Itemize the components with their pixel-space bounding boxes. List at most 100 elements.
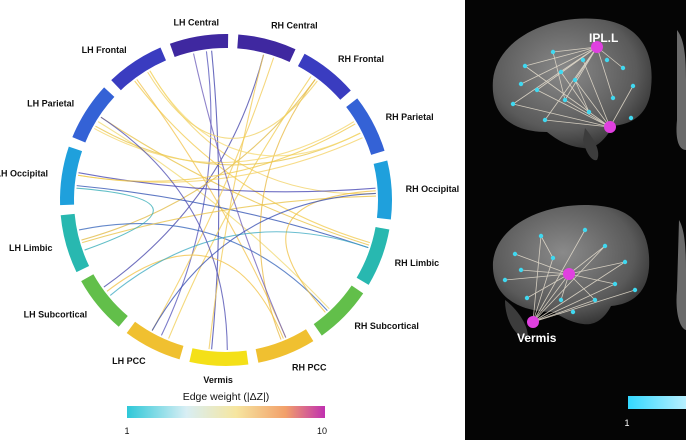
edge — [211, 50, 220, 350]
label-rh-central: RH Central — [271, 21, 318, 31]
brain-edge — [532, 245, 606, 323]
brain-edge — [536, 89, 611, 128]
brain-node — [518, 267, 524, 273]
brain-edge — [552, 51, 566, 101]
brain-node — [550, 255, 556, 261]
brain-edge — [596, 46, 614, 99]
brain-edge — [524, 65, 611, 128]
brain-edge — [504, 273, 570, 281]
brain-node — [542, 117, 548, 123]
brain-node — [558, 69, 564, 75]
edge — [77, 123, 356, 182]
brain-node — [550, 49, 556, 55]
segment-rh-subcortical — [313, 285, 364, 336]
segment-rh-parietal — [346, 98, 385, 155]
brain-node — [630, 83, 636, 89]
brain-edge-top-right — [676, 30, 686, 150]
brain-node — [534, 87, 540, 93]
segment-lh-pcc — [126, 321, 184, 360]
colorbar — [127, 406, 325, 418]
brain-node — [572, 77, 578, 83]
brain-edge — [532, 273, 570, 323]
label-rh-occipital: RH Occipital — [406, 184, 460, 194]
edge — [151, 192, 376, 331]
brain-edge — [568, 245, 606, 275]
brain-edge — [574, 79, 590, 113]
segment-rh-limbic — [356, 227, 390, 285]
segment-lh-subcortical — [81, 274, 128, 327]
brain-edge — [568, 273, 616, 285]
brain-node — [602, 243, 608, 249]
segment-rh-frontal — [297, 53, 351, 100]
brain-edge — [544, 46, 598, 121]
segment-lh-parietal — [72, 87, 115, 143]
brain-colorbar-min-label: 1 — [624, 418, 629, 428]
brain-node — [612, 281, 618, 287]
brain-edge — [568, 261, 626, 275]
brain-edge — [524, 46, 598, 67]
brain-node — [562, 97, 568, 103]
brain-node — [512, 251, 518, 257]
colorbar-min-label: 1 — [124, 426, 129, 436]
brain-node — [620, 65, 626, 71]
edge — [285, 190, 376, 313]
brain-edge — [512, 46, 598, 105]
brain-edge-bottom-right — [676, 220, 686, 330]
brain-node — [538, 233, 544, 239]
brain-edge — [564, 46, 598, 101]
brain-edge — [532, 257, 554, 323]
label-lh-frontal: LH Frontal — [82, 45, 127, 55]
brain-node — [632, 287, 638, 293]
top-node-label: IPL.L — [589, 31, 618, 45]
brain-node — [518, 81, 524, 87]
edge — [95, 125, 361, 166]
brain-edge — [540, 235, 554, 259]
edge — [192, 53, 287, 338]
brain-edge — [532, 235, 542, 323]
brain-node — [502, 277, 508, 283]
segment-lh-limbic — [60, 213, 90, 273]
edge — [151, 57, 275, 331]
region-segments — [59, 34, 392, 366]
label-lh-occipital: LH Occipital — [0, 168, 48, 178]
label-lh-central: LH Central — [174, 17, 220, 27]
brain-node — [522, 63, 528, 69]
label-lh-parietal: LH Parietal — [27, 98, 74, 108]
brain-node — [604, 57, 610, 63]
brain-node — [586, 109, 592, 115]
segment-rh-central — [237, 34, 296, 62]
edge — [149, 70, 361, 157]
brain-node — [622, 259, 628, 265]
edge — [109, 231, 369, 296]
brain-edge — [512, 103, 611, 128]
label-vermis: Vermis — [203, 375, 233, 385]
label-lh-limbic: LH Limbic — [9, 243, 53, 253]
brain-edge — [520, 46, 598, 85]
label-rh-frontal: RH Frontal — [338, 54, 384, 64]
brain-edge — [520, 269, 570, 275]
brain-edge — [526, 273, 570, 299]
brain-sagittal-top — [492, 18, 652, 161]
hub-node — [604, 121, 616, 133]
bottom-node-label: Vermis — [517, 331, 557, 345]
brain-node — [582, 227, 588, 233]
brain-edge — [514, 253, 570, 275]
hub-node — [563, 268, 575, 280]
edge — [103, 54, 265, 288]
edge — [76, 187, 154, 251]
brain-render-svg: IPL.L Vermis 1 — [492, 18, 686, 428]
brain-node — [570, 309, 576, 315]
connection-edges — [76, 50, 376, 350]
edge — [77, 137, 363, 183]
hub-node — [527, 316, 539, 328]
edge — [208, 54, 265, 350]
edge — [100, 116, 228, 350]
brain-edge — [574, 79, 611, 128]
brain-edge — [544, 119, 611, 128]
label-rh-pcc: RH PCC — [292, 362, 327, 372]
label-rh-limbic: RH Limbic — [395, 258, 440, 268]
brain-edge — [532, 283, 616, 323]
label-lh-subcortical: LH Subcortical — [24, 309, 88, 319]
